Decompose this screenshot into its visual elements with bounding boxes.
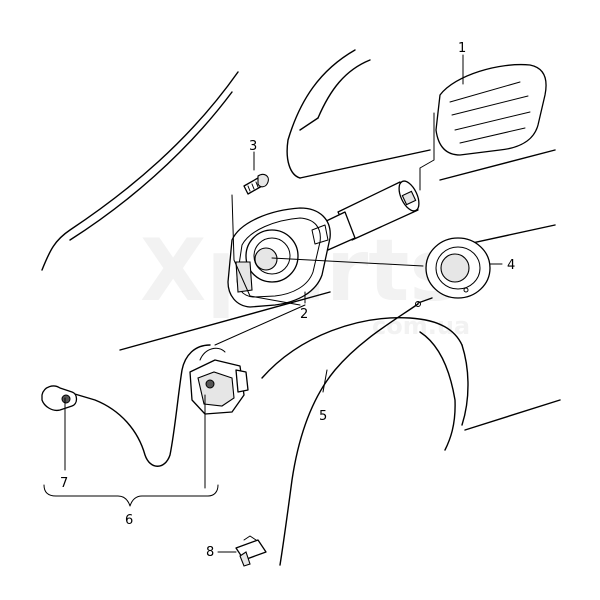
fuel-filler-flap [435,63,547,156]
screw [243,173,269,195]
window-bottom [299,149,431,179]
rocker-line [464,399,561,431]
actuator-cable [67,344,211,467]
body-edge-left-inner [69,91,233,241]
window-inner [317,59,371,119]
cable-run [279,303,419,566]
wheel-arch-inner [461,344,469,426]
actuator-assembly [67,344,249,467]
callout-6: 6 [125,513,133,528]
callout-1: 1 [458,41,466,56]
cable-clip [235,535,267,567]
callout-2: 2 [300,307,308,322]
wheel-arch-outer [261,317,463,379]
pillar-line [299,117,319,131]
callout-7: 7 [60,476,68,491]
callout-4: 4 [507,258,515,273]
callout-3: 3 [249,139,257,154]
sill-line-left [119,291,331,351]
release-cable [279,297,433,566]
roof-line [439,149,556,181]
watermark-domain: com.ua [372,312,470,340]
callout-8: 8 [206,545,214,560]
wheel-arch-right [419,331,456,451]
car-body-outline [41,49,561,451]
filler-housing [227,207,331,308]
callout-labels: 1 2 3 4 5 6 7 8 [60,41,515,560]
window-line [286,49,356,179]
callout-5: 5 [319,409,327,424]
leader-lines [43,54,503,553]
body-edge-left [41,71,239,271]
emergency-release-handle [41,385,78,412]
seal-ring [425,237,491,299]
